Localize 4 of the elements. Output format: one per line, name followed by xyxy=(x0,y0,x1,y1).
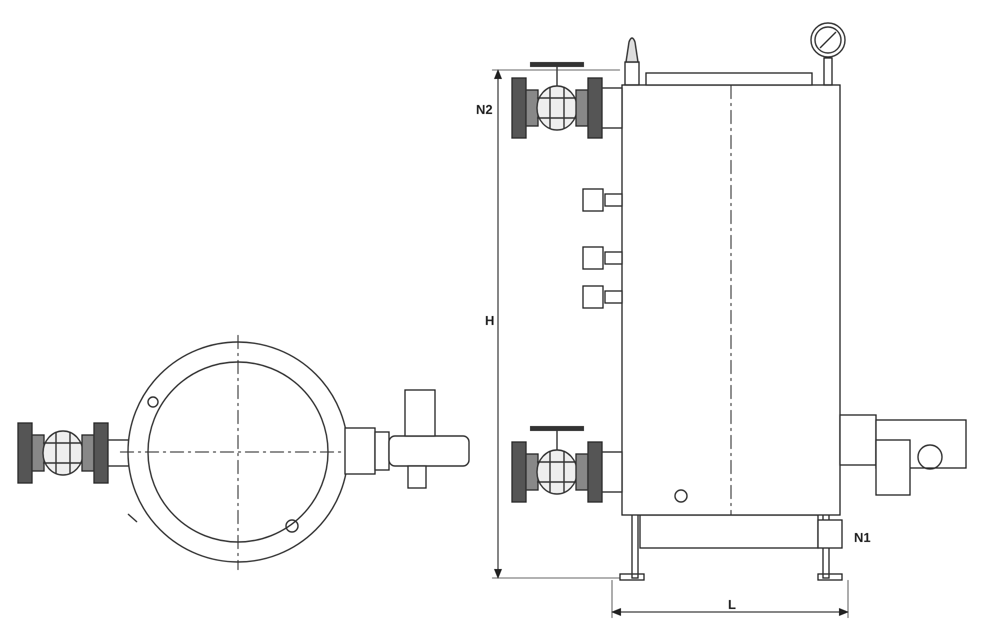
nozzle-label: N2 xyxy=(476,103,493,117)
nozzle-label: N1 xyxy=(854,531,871,545)
dimension-label: L xyxy=(728,598,736,612)
dimension-label: H xyxy=(485,314,494,328)
